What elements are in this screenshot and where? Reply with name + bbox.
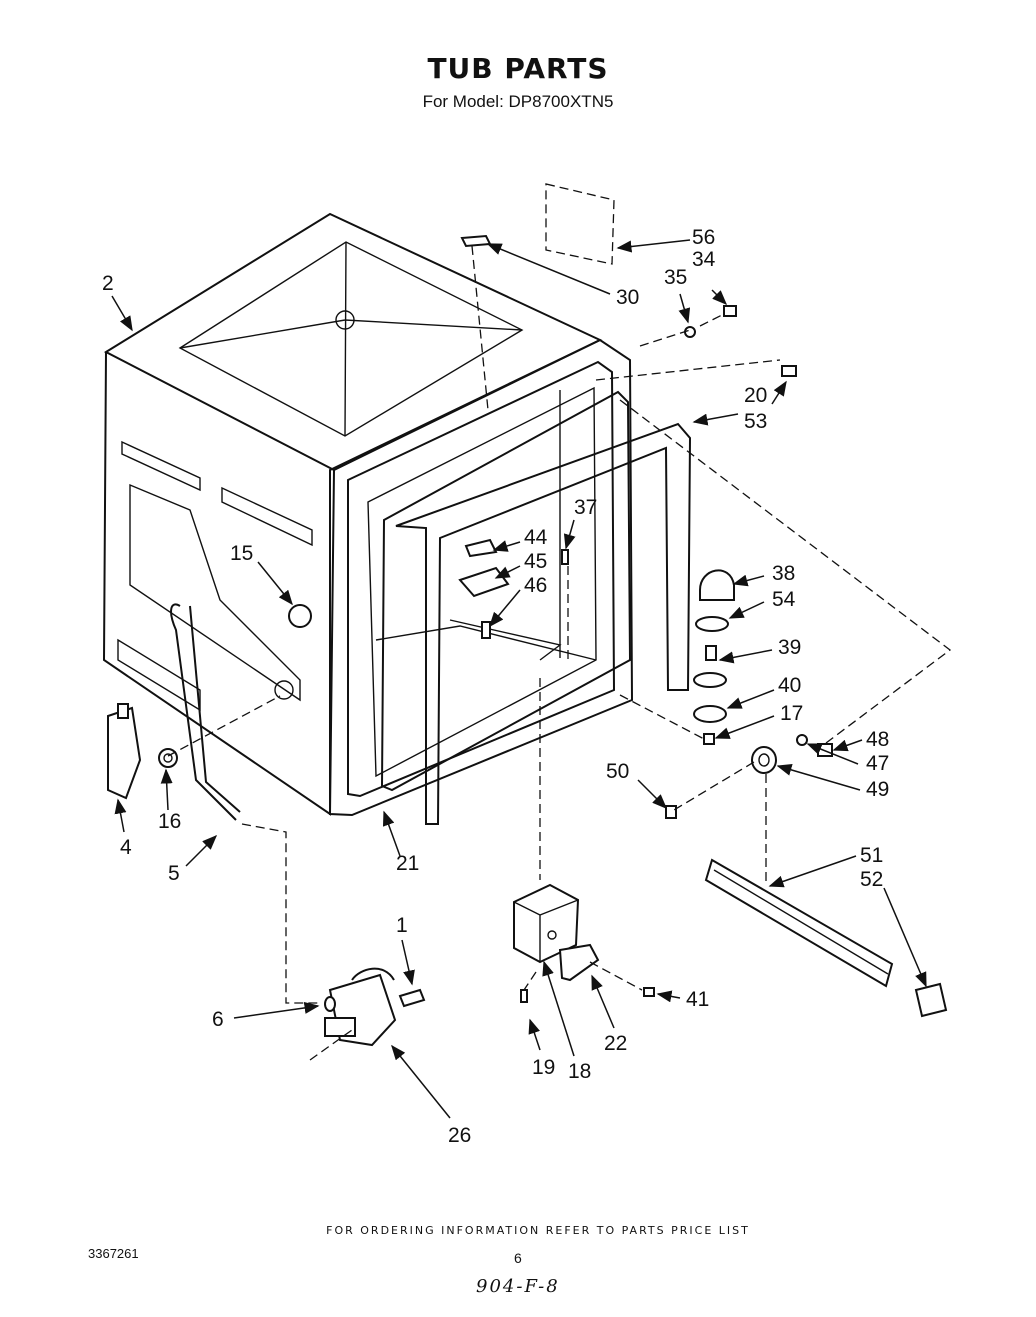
callout-38: 38 [772,562,795,585]
callout-51: 51 [860,844,883,867]
callout-17: 17 [780,702,803,725]
part-35-washer [684,326,696,338]
callout-15: 15 [230,542,253,565]
callout-40: 40 [778,674,801,697]
reference-lines [167,245,952,1061]
tub-body [102,212,634,817]
callout-48: 48 [866,728,889,751]
callout-2: 2 [102,272,114,295]
callout-4: 4 [120,836,132,859]
part-18-vent [513,883,600,1003]
callout-19: 19 [532,1056,555,1079]
callout-34: 34 [692,248,716,271]
callout-39: 39 [778,636,801,659]
part-4-bracket [107,703,142,800]
callout-46: 46 [524,574,547,597]
door-gasket-frames [380,390,692,825]
part-45-bracket [458,566,510,598]
callout-18: 18 [568,1060,591,1083]
callout-20: 20 [744,384,767,407]
callout-1: 1 [396,914,408,937]
callout-41: 41 [686,988,709,1011]
part-44-plate [464,538,498,558]
callout-37: 37 [574,496,597,519]
callout-arrows [111,239,927,1119]
callout-numbers: 56 35 34 30 2 20 53 37 44 15 45 38 46 54… [102,226,889,1147]
page-title: TUB PARTS [427,52,609,85]
callout-35: 35 [664,266,687,289]
part-51-rail [704,858,948,1018]
drain-hose [170,603,237,821]
callout-21: 21 [396,852,419,875]
part-37-pin [561,549,569,565]
callout-45: 45 [524,550,547,573]
callout-47: 47 [866,752,889,775]
callout-6: 6 [212,1008,224,1031]
callout-5: 5 [168,862,180,885]
document-number: 3367261 [88,1246,139,1261]
callout-56: 56 [692,226,715,249]
part-16-grommet [158,748,178,768]
callout-16: 16 [158,810,181,833]
part-46-screw [481,621,491,639]
callout-30: 30 [616,286,639,309]
ordering-info-note: FOR ORDERING INFORMATION REFER TO PARTS … [326,1224,750,1237]
page-number: 6 [514,1250,522,1266]
part-53-screw [781,365,797,377]
callout-22: 22 [604,1032,627,1055]
part-34-nut [723,305,737,317]
callout-44: 44 [524,526,548,549]
door-hinge-parts [665,734,833,819]
callout-50: 50 [606,760,629,783]
part-26-valve [324,967,426,1047]
part-30-clip [460,234,492,248]
part-15-nut [288,604,312,628]
handwritten-code: 904-F-8 [476,1276,560,1297]
part-41-screw [643,987,655,997]
part-56-label-card [545,183,615,265]
callout-53: 53 [744,410,767,433]
callout-26: 26 [448,1124,471,1147]
callout-49: 49 [866,778,889,801]
model-subtitle: For Model: DP8700XTN5 [422,92,614,111]
callout-54: 54 [772,588,796,611]
callout-52: 52 [860,868,883,891]
spray-arm-stack [693,569,735,745]
